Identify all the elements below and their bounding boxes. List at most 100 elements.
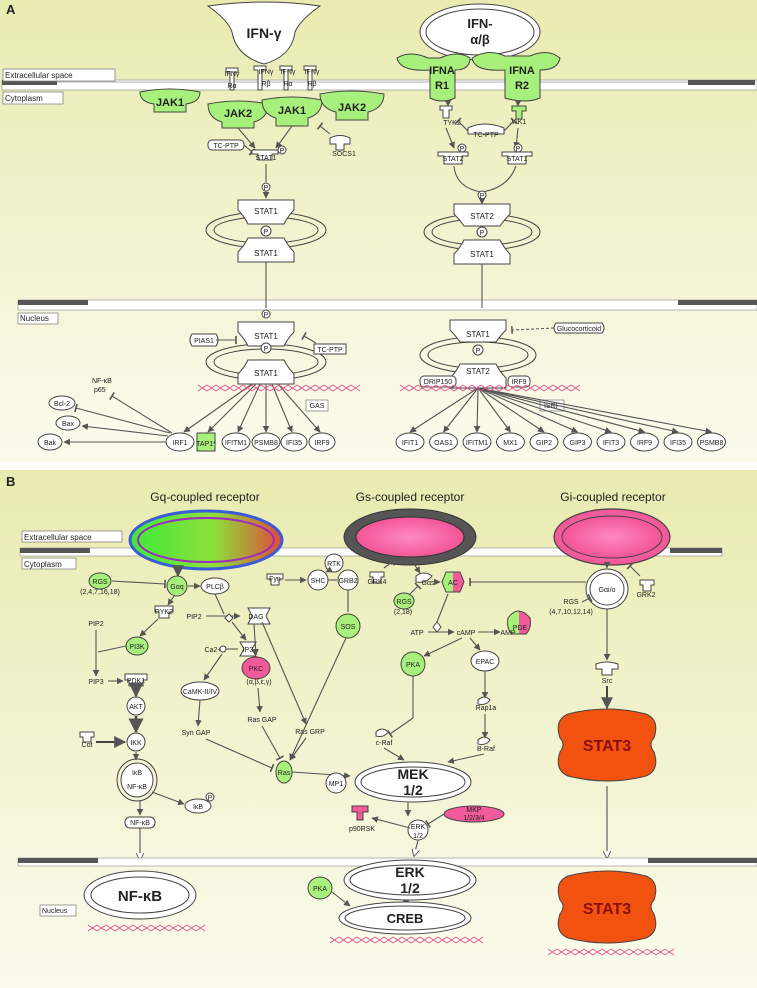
activation-arrow bbox=[477, 387, 579, 433]
dna-mark bbox=[242, 384, 253, 392]
region-label-box bbox=[21, 557, 77, 570]
rgs-label: RGS bbox=[92, 579, 108, 586]
ikb-label: IκB bbox=[193, 804, 203, 811]
target-gene-label: GIP3 bbox=[570, 440, 586, 447]
jak1-c: JAK1 bbox=[510, 105, 527, 126]
dna-mark bbox=[350, 384, 361, 392]
phospho-label: P bbox=[516, 146, 521, 153]
activation-arrow bbox=[473, 387, 481, 433]
ifn-ab-label-1: IFN- bbox=[467, 16, 492, 31]
dna-mark bbox=[480, 384, 491, 392]
phospho-label: P bbox=[480, 193, 485, 200]
dna-mark bbox=[392, 936, 403, 944]
ifnar2-label-2: R2 bbox=[515, 80, 529, 92]
target-gene-node bbox=[596, 432, 626, 452]
dna-mark bbox=[428, 936, 439, 944]
phospho-label: P bbox=[208, 795, 213, 802]
extracellular-label: Extracellular space bbox=[5, 71, 73, 80]
target-gene-label: IFI35 bbox=[670, 440, 686, 447]
dna-mark bbox=[96, 924, 107, 932]
activation-arrow bbox=[443, 387, 479, 433]
ifngr-alpha-2: IFNγ Rα bbox=[279, 65, 296, 91]
dna-mark bbox=[570, 384, 581, 392]
pka-label: PKA bbox=[406, 662, 420, 669]
dna-mark bbox=[489, 384, 500, 392]
pip3-label: PIP3 bbox=[88, 679, 103, 686]
region-label-box bbox=[17, 312, 59, 325]
mek-label: 1/2 bbox=[403, 782, 423, 798]
dna-mark bbox=[347, 936, 358, 944]
dna-mark bbox=[507, 384, 518, 392]
plcb-label: PLCβ bbox=[206, 584, 224, 591]
grb2-label: GRB2 bbox=[338, 578, 357, 585]
dna-mark bbox=[332, 384, 343, 392]
drip150-label: DRIP150 bbox=[424, 379, 453, 386]
ifn-gamma-ligand: IFN-γ bbox=[206, 1, 322, 65]
nfkb-label: NF-κB bbox=[118, 888, 162, 905]
dna-mark bbox=[401, 936, 412, 944]
bcl2-label: Bcl-2 bbox=[54, 401, 70, 408]
gas-label: GAS bbox=[310, 403, 325, 410]
dna-mark bbox=[341, 384, 352, 392]
target-gene-node bbox=[496, 432, 525, 452]
dna-mark bbox=[437, 936, 448, 944]
dna-mark bbox=[338, 936, 349, 944]
dna-mark bbox=[610, 948, 621, 956]
camp-label: cAMP bbox=[457, 630, 476, 637]
dna-mark bbox=[410, 936, 421, 944]
stat2-label: STAT2 bbox=[466, 367, 490, 376]
mp1-label: MP1 bbox=[329, 781, 344, 788]
ifnar1-label-2: R1 bbox=[435, 80, 449, 92]
panel-a: A Extracellular space Cytoplasm Nucleus … bbox=[0, 0, 757, 462]
ifnar1-receptor: IFNA R1 bbox=[396, 53, 471, 102]
phospho-label: P bbox=[480, 230, 485, 237]
dna-mark bbox=[417, 384, 428, 392]
gq-branch: Gαq RGS (2,4,7,16,18) PLCβ PYK2 PIP2 PI3… bbox=[79, 565, 325, 860]
pdk1-label: PDK1 bbox=[127, 678, 145, 685]
activation-arrow bbox=[477, 387, 545, 433]
dna-mark bbox=[525, 384, 536, 392]
psmb8-label: PSMB8 bbox=[254, 440, 278, 447]
gas-label: Gαs bbox=[422, 580, 435, 587]
pip2-label: PIP2 bbox=[186, 614, 201, 621]
stat2-label: STAT2 bbox=[470, 212, 494, 221]
cytoplasm-label-b: Cytoplasm bbox=[24, 560, 62, 569]
dna-mark bbox=[637, 948, 648, 956]
dna-mark bbox=[233, 384, 244, 392]
stat1-label: STAT1 bbox=[254, 332, 278, 341]
erk-label: ERK bbox=[411, 824, 426, 831]
dna-mark bbox=[561, 384, 572, 392]
target-gene-node bbox=[563, 432, 592, 452]
stat1-label: STAT1 bbox=[507, 156, 528, 163]
dna-mark bbox=[543, 384, 554, 392]
stat3-label: STAT3 bbox=[583, 738, 631, 755]
dna-mark bbox=[446, 936, 457, 944]
target-gene-label: IFITM1 bbox=[466, 440, 488, 447]
dna-mark bbox=[305, 384, 316, 392]
dna-mark bbox=[132, 924, 143, 932]
pip2-label: PIP2 bbox=[88, 621, 103, 628]
nuclear-membrane-a bbox=[17, 299, 757, 311]
irf9-label: IRF9 bbox=[511, 379, 526, 386]
target-gene-node bbox=[462, 432, 492, 452]
p90rsk-label: p90RSK bbox=[349, 826, 375, 833]
target-gene-label: MX1 bbox=[503, 440, 518, 447]
socs1-label: SOCS1 bbox=[332, 151, 356, 158]
dna-mark bbox=[455, 936, 466, 944]
mek-label: MEK bbox=[397, 766, 428, 782]
dna-mark bbox=[664, 948, 675, 956]
cot-label: Cot bbox=[82, 742, 93, 749]
region-label-box bbox=[2, 68, 116, 82]
target-gene-label: PSMB8 bbox=[700, 440, 724, 447]
nfkb-label: NF-κB bbox=[127, 784, 147, 791]
syngap-label: Syn GAP bbox=[182, 730, 211, 737]
camk-label: CaMK-II/IV bbox=[183, 689, 218, 696]
p65-label: p65 bbox=[94, 387, 106, 394]
nucleus-label-b: Nucleus bbox=[42, 908, 68, 915]
tap1-label: TAP1* bbox=[196, 441, 216, 448]
pyk2-label: PYK2 bbox=[155, 609, 173, 616]
rtk-label: RTK bbox=[327, 561, 341, 568]
nfkb-label: NF-κB bbox=[130, 820, 150, 827]
rgs-subtypes-label: (4,7,10,12,14) bbox=[549, 609, 593, 616]
target-gene-label: IFIT3 bbox=[603, 440, 619, 447]
